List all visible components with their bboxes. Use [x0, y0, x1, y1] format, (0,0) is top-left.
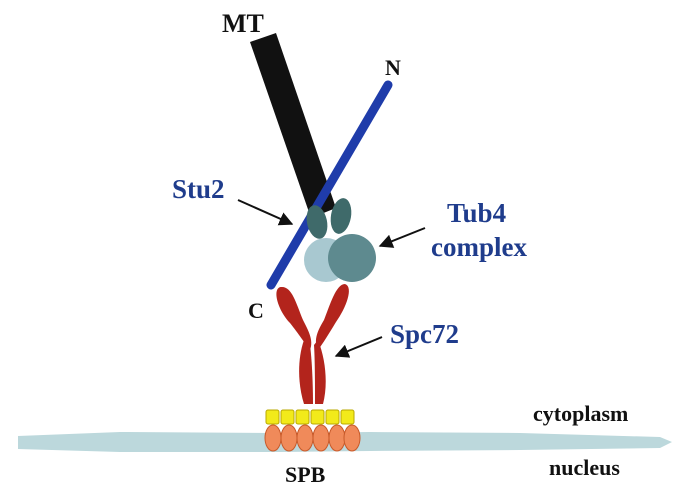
spb-yellow-square	[325, 409, 340, 425]
spc72-right-arm	[315, 284, 349, 350]
spb-orange-oval	[328, 424, 346, 452]
label-spb: SPB	[285, 462, 326, 487]
spb-orange-layer	[264, 424, 361, 452]
spb-orange-oval	[280, 424, 298, 452]
label-cytoplasm: cytoplasm	[533, 401, 628, 426]
spc72-protein	[276, 284, 349, 404]
spb-orange-oval	[343, 424, 361, 452]
label-c-terminus: C	[248, 298, 264, 323]
label-nucleus: nucleus	[549, 455, 620, 480]
label-tub4-line2: complex	[431, 232, 527, 262]
spb-yellow-square	[310, 409, 325, 425]
label-mt: MT	[222, 9, 264, 38]
tub4-dark-sphere	[328, 234, 376, 282]
spb-yellow-square	[340, 409, 355, 425]
spb-yellow-square	[280, 409, 295, 425]
spb-yellow-square	[265, 409, 280, 425]
label-n-terminus: N	[385, 55, 401, 80]
spc72-stem-right	[314, 340, 326, 404]
spc72-arrow	[334, 336, 383, 358]
tub4-complex	[304, 198, 376, 282]
spc72-stem-left	[299, 340, 313, 404]
spb-yellow-square	[295, 409, 310, 425]
spb-orange-oval	[296, 424, 314, 452]
tub4-top-right-lobe	[330, 198, 352, 234]
spb-yellow-layer	[265, 409, 355, 425]
spb-orange-oval	[264, 424, 282, 452]
label-stu2: Stu2	[172, 174, 225, 204]
spc72-left-arm	[276, 286, 312, 350]
stu2-arrow	[237, 199, 294, 226]
spb-orange-oval	[312, 424, 330, 452]
label-tub4-line1: Tub4	[447, 198, 506, 228]
tub4-top-left-lobe	[306, 205, 328, 239]
tub4-arrow	[378, 227, 426, 248]
microtubule	[250, 33, 336, 218]
stu2-rod	[266, 80, 393, 290]
label-spc72: Spc72	[390, 319, 459, 349]
